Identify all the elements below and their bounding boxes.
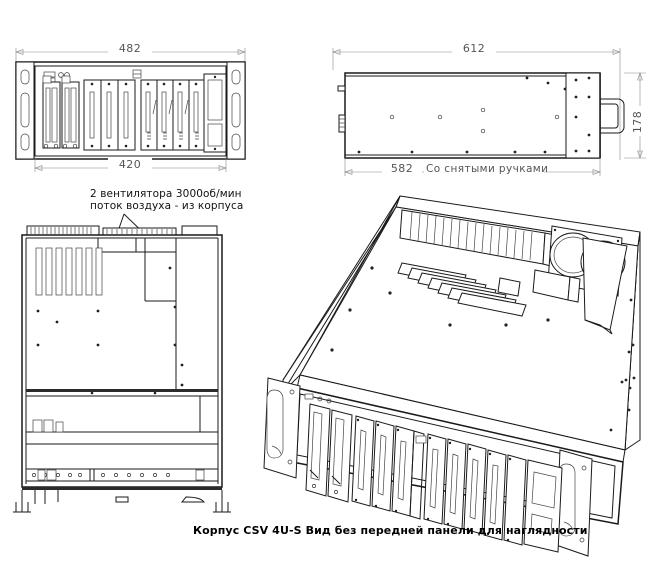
front-view — [15, 48, 246, 172]
dimension-label-612: 612 — [463, 42, 485, 55]
text-layer: 482 420 612 178 582 Со снятыми ручками 2… — [90, 42, 648, 537]
iso-side-holes — [609, 298, 636, 432]
front-optical-bay — [203, 73, 227, 153]
motherboard-standoffs — [36, 266, 184, 387]
iso-rack-ear-left — [263, 377, 301, 479]
front-bulkhead — [565, 72, 601, 159]
dimension-label-420: 420 — [119, 158, 141, 171]
dimension-note-582: Со снятыми ручками — [426, 163, 548, 175]
expansion-slots-left — [83, 79, 136, 151]
front-drive-bays — [42, 75, 80, 149]
iso-rack-ear-right — [555, 449, 593, 557]
iso-memory-slots — [397, 262, 527, 317]
fan-housing — [97, 237, 177, 253]
top-card-slots — [35, 247, 103, 296]
chassis-feet — [13, 490, 231, 513]
iso-slot-covers — [351, 415, 527, 546]
iso-psu-bracket — [497, 237, 628, 335]
side-view — [332, 48, 646, 176]
side-mounting-holes — [357, 76, 591, 154]
iso-front-bays — [304, 393, 353, 503]
iso-slot-screws — [354, 418, 512, 542]
isometric-cutaway-view — [263, 195, 641, 557]
drawing-caption: Корпус CSV 4U-S Вид без передней панели … — [193, 524, 588, 537]
top-vent-strip — [26, 225, 218, 236]
front-rail — [25, 468, 219, 482]
dimension-label-482: 482 — [119, 42, 141, 55]
iso-optical-bay — [523, 459, 563, 553]
fan-annotation-line1: 2 вентилятора 3000об/мин — [90, 188, 242, 200]
iso-rear-slot-fins — [409, 211, 533, 261]
top-view — [13, 213, 231, 513]
dimension-label-582: 582 — [391, 162, 413, 175]
fan-annotation-line2: поток воздуха - из корпуса — [90, 200, 243, 212]
side-handle — [600, 98, 625, 134]
dimension-label-178: 178 — [631, 111, 644, 133]
